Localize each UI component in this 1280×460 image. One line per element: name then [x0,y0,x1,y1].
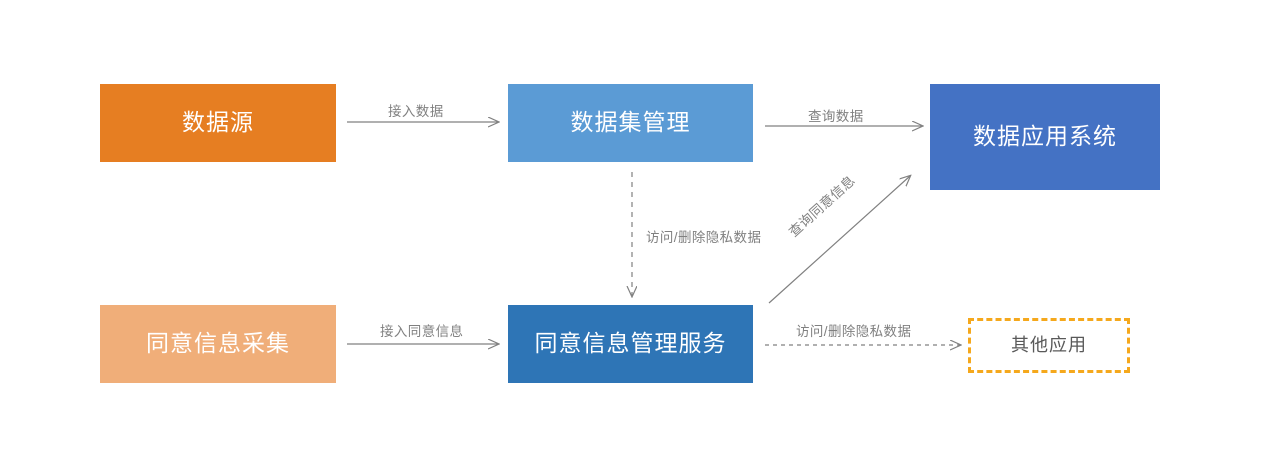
node-consent-management-service[interactable]: 同意信息管理服务 [508,305,753,383]
edge-label-ingest-data: 接入数据 [388,104,444,119]
node-datasource[interactable]: 数据源 [100,84,336,162]
node-other-applications[interactable]: 其他应用 [968,318,1130,373]
edge-label-access-delete-private-bottom: 访问/删除隐私数据 [796,324,912,339]
edge-label-ingest-consent: 接入同意信息 [380,324,464,339]
edge-query-consent [768,176,910,304]
edge-label-query-data: 查询数据 [808,109,864,124]
edge-label-access-delete-private-vertical: 访问/删除隐私数据 [646,230,762,245]
node-consent-collection[interactable]: 同意信息采集 [100,305,336,383]
node-dataset-management[interactable]: 数据集管理 [508,84,753,162]
node-data-application-system[interactable]: 数据应用系统 [930,84,1160,190]
